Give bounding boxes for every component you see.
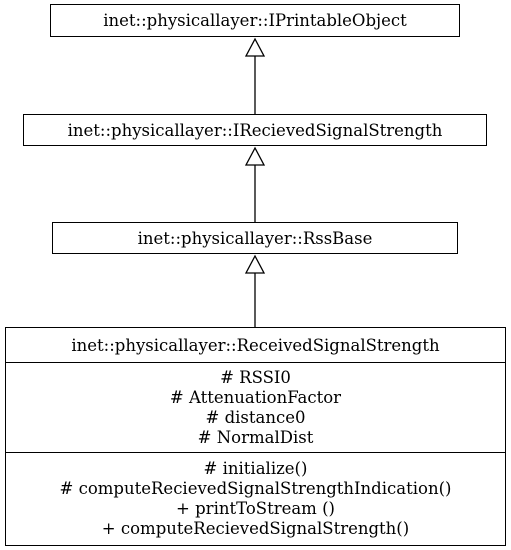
attribute-attenuation-factor: # AttenuationFactor	[169, 387, 342, 407]
attributes-compartment: # RSSI0 # AttenuationFactor # distance0 …	[6, 363, 505, 453]
generalization-arrowhead-irss	[244, 146, 266, 166]
operation-print-to-stream: + printToStream ()	[176, 499, 335, 518]
attribute-normal-dist: # NormalDist	[197, 427, 314, 447]
class-box-iprintableobject[interactable]: inet::physicallayer::IPrintableObject	[50, 4, 460, 37]
class-title-receivedsignalstrength: inet::physicallayer::ReceivedSignalStren…	[6, 328, 505, 363]
generalization-arrowhead-iprintable	[244, 37, 266, 57]
class-box-rssbase[interactable]: inet::physicallayer::RssBase	[52, 222, 458, 254]
class-name-rssbase: inet::physicallayer::RssBase	[137, 228, 373, 248]
operation-compute-rss: + computeRecievedSignalStrength()	[101, 519, 410, 538]
class-name-receivedsignalstrength: inet::physicallayer::ReceivedSignalStren…	[71, 335, 440, 355]
class-name-irecievedsignalstrength: inet::physicallayer::IRecievedSignalStre…	[67, 120, 443, 140]
class-box-receivedsignalstrength[interactable]: inet::physicallayer::ReceivedSignalStren…	[5, 327, 506, 546]
operation-initialize: # initialize()	[203, 459, 308, 478]
class-box-irecievedsignalstrength[interactable]: inet::physicallayer::IRecievedSignalStre…	[23, 114, 487, 146]
class-name-iprintableobject: inet::physicallayer::IPrintableObject	[103, 11, 407, 30]
attribute-rssi0: # RSSI0	[220, 367, 291, 387]
attribute-distance0: # distance0	[205, 407, 306, 427]
generalization-arrowhead-rssbase	[244, 254, 266, 274]
operations-compartment: # initialize() # computeRecievedSignalSt…	[6, 453, 505, 545]
operation-compute-rssi: # computeRecievedSignalStrengthIndicatio…	[59, 479, 452, 498]
